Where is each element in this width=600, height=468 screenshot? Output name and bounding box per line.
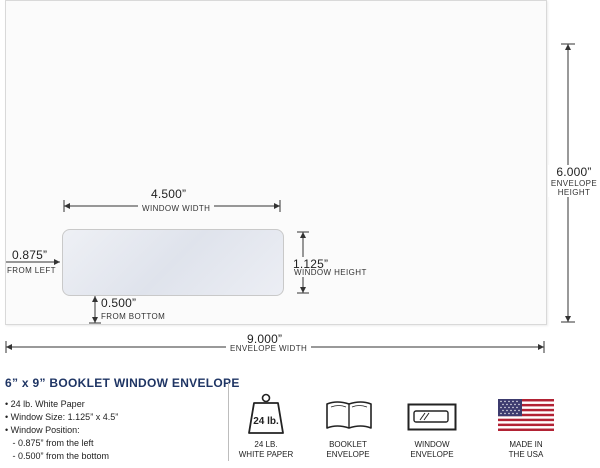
envelope-height-label-2: HEIGHT	[557, 188, 591, 197]
envelope-height-value: 6.000”	[556, 165, 592, 179]
feature-made-in-usa	[498, 399, 554, 436]
envelope-width-label: ENVELOPE WIDTH	[226, 344, 312, 353]
feature-line-2: WHITE PAPER	[238, 450, 294, 459]
window-envelope-icon	[407, 403, 457, 431]
envelope-height-block: 6.000” ENVELOPE HEIGHT	[548, 165, 600, 197]
spec-item: • 24 lb. White Paper	[5, 399, 85, 409]
spec-list: • 24 lb. White Paper • Window Size: 1.12…	[5, 398, 220, 463]
feature-window	[407, 403, 457, 436]
envelope-window	[62, 229, 284, 296]
us-flag-icon	[498, 399, 554, 431]
weight-icon-text: 24 lb.	[253, 416, 279, 427]
feature-window-label: WINDOW ENVELOPE	[397, 440, 467, 460]
section-divider	[228, 383, 229, 461]
window-height-value: 1.125”	[291, 257, 331, 271]
product-title: 6” x 9” BOOKLET WINDOW ENVELOPE	[5, 376, 240, 390]
envelope-width-value: 9.000”	[247, 332, 283, 346]
weight-icon: 24 lb.	[248, 393, 284, 434]
feature-line-2: ENVELOPE	[410, 450, 454, 459]
window-width-value: 4.500”	[151, 187, 187, 201]
feature-line-1: 24 LB.	[254, 440, 278, 449]
feature-line-2: THE USA	[508, 450, 544, 459]
envelope-height-label-1: ENVELOPE	[550, 179, 598, 188]
feature-paper-weight: 24 lb.	[246, 393, 286, 440]
spec-item: - 0.500” from the bottom	[5, 451, 110, 461]
feature-booklet	[325, 399, 373, 436]
spec-item: - 0.875” from the left	[5, 438, 94, 448]
feature-line-1: BOOKLET	[329, 440, 367, 449]
feature-line-1: WINDOW	[414, 440, 450, 449]
feature-paper-weight-label: 24 LB. WHITE PAPER	[231, 440, 301, 460]
spec-item: • Window Position:	[5, 425, 80, 435]
feature-made-in-usa-label: MADE IN THE USA	[491, 440, 561, 460]
spec-item: • Window Size: 1.125” x 4.5”	[5, 412, 119, 422]
feature-line-1: MADE IN	[509, 440, 543, 449]
from-left-value: 0.875”	[12, 248, 48, 262]
from-left-label: FROM LEFT	[7, 266, 56, 275]
window-width-label: WINDOW WIDTH	[138, 204, 215, 213]
feature-booklet-label: BOOKLET ENVELOPE	[313, 440, 383, 460]
from-bottom-value: 0.500”	[101, 296, 137, 310]
from-bottom-label: FROM BOTTOM	[101, 312, 166, 321]
open-envelope-icon	[326, 401, 372, 429]
feature-line-2: ENVELOPE	[326, 450, 370, 459]
dimension-lines	[5, 43, 575, 353]
window-height-label: WINDOW HEIGHT	[292, 268, 369, 277]
